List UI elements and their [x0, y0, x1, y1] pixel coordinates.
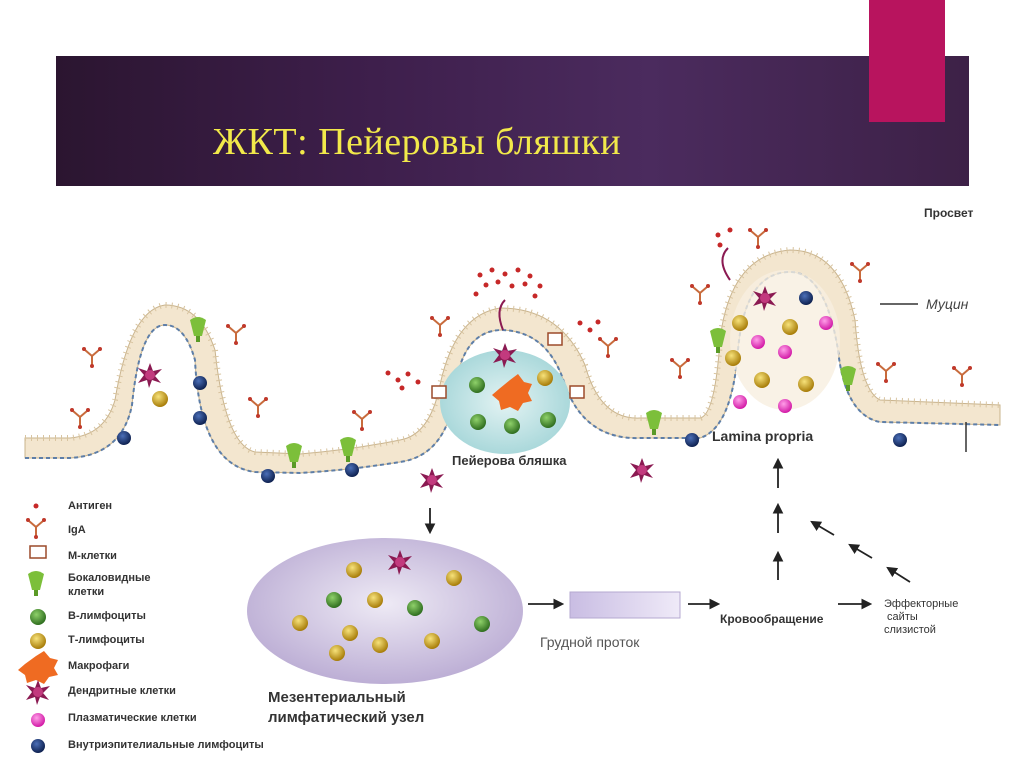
label-lumen: Просвет — [924, 206, 974, 220]
legend-plasma-cells: Плазматические клетки — [68, 712, 197, 724]
thoracic-duct — [569, 591, 681, 619]
label-mucin: Муцин — [926, 296, 969, 312]
label-lamina-propria: Lamina propria — [712, 428, 814, 444]
villus-right-cells — [725, 286, 833, 413]
legend-icons — [18, 503, 58, 753]
flow-arrows — [424, 457, 911, 610]
antigens — [385, 227, 733, 391]
diagram-canvas — [18, 227, 1001, 753]
dendritic-cells-outside — [420, 247, 731, 493]
label-circulation: Кровообращение — [720, 612, 824, 626]
legend-iga: IgA — [68, 524, 86, 536]
legend-t-lymphocytes: Т-лимфоциты — [68, 634, 145, 646]
slide-title: ЖКТ: Пейеровы бляшки — [213, 121, 622, 163]
peyer-patch-diagram: Просвет Муцин Lamina propria Пейерова бл… — [0, 190, 1024, 767]
label-mesenteric-node: Мезентериальный лимфатический узел — [268, 689, 425, 726]
label-peyer-patch: Пейерова бляшка — [452, 453, 567, 468]
legend-antigen: Антиген — [68, 500, 113, 512]
legend-dendritic-cells: Дендритные клетки — [68, 685, 176, 697]
peyer-patch-cells — [469, 343, 556, 434]
legend-goblet-cells: Бокаловидные клетки — [68, 572, 151, 598]
legend-m-cells: М-клетки — [68, 550, 117, 562]
label-effector-sites: Эффекторные сайты слизистой — [884, 598, 959, 636]
label-thoracic-duct: Грудной проток — [540, 634, 640, 650]
legend-macrophages: Макрофаги — [68, 660, 130, 672]
accent-block — [869, 0, 945, 122]
title-banner — [56, 56, 969, 186]
m-cells — [431, 332, 585, 399]
lymph-node-cells — [292, 550, 490, 661]
mesenteric-lymph-node — [247, 538, 523, 684]
villus-core — [730, 270, 840, 410]
villus-left-cells — [117, 363, 907, 483]
legend-b-lymphocytes: В-лимфоциты — [68, 610, 146, 622]
legend-intraepithelial-lymphocytes: Внутриэпителиальные лимфоциты — [68, 739, 264, 751]
